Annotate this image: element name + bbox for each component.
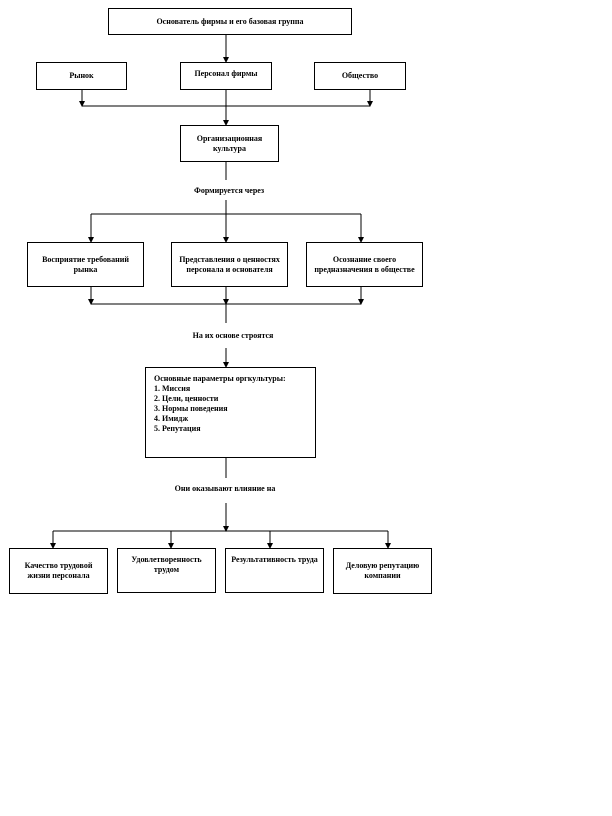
params-item-2: 2. Цели, ценности bbox=[154, 394, 219, 403]
node-org-culture-text: Организационная культура bbox=[196, 133, 263, 153]
params-item-4: 4. Имидж bbox=[154, 414, 189, 423]
node-market-perception: Восприятие требований рынка bbox=[27, 242, 144, 287]
node-quality: Качество трудовой жизни персонала bbox=[9, 548, 108, 594]
node-founder-text: Основатель фирмы и его базовая группа bbox=[156, 16, 304, 26]
node-params: Основные параметры оргкультуры: 1. Мисси… bbox=[145, 367, 316, 458]
node-purpose-text: Осознание своего предназначения в общест… bbox=[314, 254, 415, 274]
node-market: Рынок bbox=[36, 62, 127, 90]
label-based: На их основе строятся bbox=[192, 331, 274, 340]
node-society-text: Общество bbox=[341, 71, 379, 80]
node-efficiency-text: Результативность труда bbox=[231, 555, 318, 564]
node-quality-text: Качество трудовой жизни персонала bbox=[24, 561, 93, 580]
label-influence: Они оказывают влияние на bbox=[174, 484, 276, 493]
node-efficiency: Результативность труда bbox=[225, 548, 324, 593]
node-purpose: Осознание своего предназначения в общест… bbox=[306, 242, 423, 287]
node-market-perception-text: Восприятие требований рынка bbox=[42, 254, 129, 274]
node-reputation-text: Деловую репутацию компании bbox=[345, 561, 420, 580]
node-satisfaction: Удовлетворенность трудом bbox=[117, 548, 216, 593]
node-market-text: Рынок bbox=[69, 71, 94, 80]
node-personnel-text: Персонал фирмы bbox=[194, 69, 258, 78]
node-params-title: Основные параметры оргкультуры: bbox=[154, 374, 286, 383]
node-values-text: Представления о ценностях персонала и ос… bbox=[179, 254, 280, 274]
params-item-3: 3. Нормы поведения bbox=[154, 404, 228, 413]
params-item-1: 1. Миссия bbox=[154, 384, 191, 393]
node-personnel: Персонал фирмы bbox=[180, 62, 272, 90]
node-satisfaction-text: Удовлетворенность трудом bbox=[131, 555, 202, 574]
params-item-5: 5. Репутация bbox=[154, 424, 201, 433]
label-formed: Формируется через bbox=[193, 186, 265, 195]
node-values: Представления о ценностях персонала и ос… bbox=[171, 242, 288, 287]
node-org-culture: Организационная культура bbox=[180, 125, 279, 162]
node-reputation: Деловую репутацию компании bbox=[333, 548, 432, 594]
node-society: Общество bbox=[314, 62, 406, 90]
node-founder: Основатель фирмы и его базовая группа bbox=[108, 8, 352, 35]
